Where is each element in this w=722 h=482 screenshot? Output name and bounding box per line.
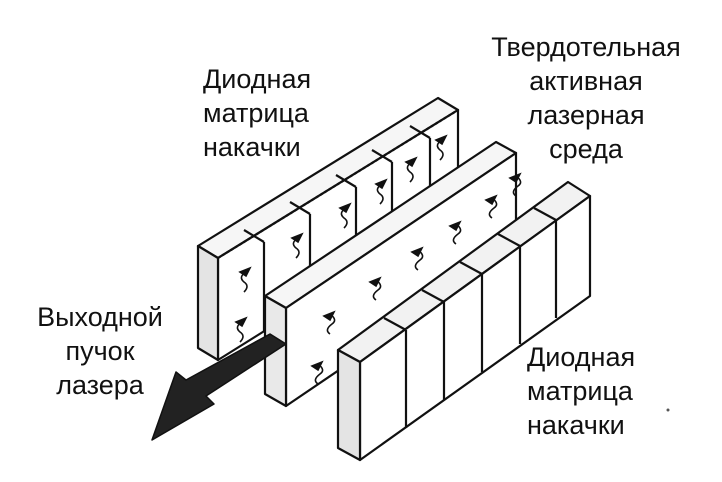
photon-arrows-front xyxy=(310,172,522,385)
label-pump-array-top: Диодная матрица накачки xyxy=(203,62,311,164)
label-line: накачки xyxy=(203,132,301,162)
photon-arrow-icon xyxy=(374,178,388,205)
label-line: матрица xyxy=(527,376,633,406)
label-line: лазерная xyxy=(527,100,645,130)
front-array-segments xyxy=(383,207,558,428)
photon-arrow-icon xyxy=(338,202,352,229)
label-line: активная xyxy=(529,66,643,96)
photon-arrow-icon xyxy=(310,360,324,385)
label-line: Диодная xyxy=(527,342,636,372)
photon-arrow-icon xyxy=(434,134,448,161)
label-line: лазера xyxy=(56,370,144,400)
label-line: матрица xyxy=(203,98,309,128)
label-line: Выходной xyxy=(37,302,163,332)
photon-arrow-icon xyxy=(508,172,522,197)
label-output-beam: Выходной пучок лазера xyxy=(30,300,170,402)
photon-arrow-icon xyxy=(448,220,462,245)
photon-arrow-icon xyxy=(238,266,252,293)
label-line: пучок xyxy=(65,336,135,366)
photon-arrow-icon xyxy=(290,232,304,259)
label-line: Твердотельная xyxy=(491,32,681,62)
label-pump-array-bottom: Диодная матрица накачки xyxy=(527,340,635,442)
photon-arrow-icon xyxy=(484,194,498,219)
photon-arrow-icon xyxy=(234,316,248,343)
photon-arrows-back xyxy=(234,134,448,343)
photon-arrow-icon xyxy=(368,276,382,301)
label-line: Диодная xyxy=(203,64,312,94)
photon-arrow-icon xyxy=(404,156,418,183)
label-active-medium: Твердотельная активная лазерная среда xyxy=(478,30,694,166)
label-line: среда xyxy=(549,134,623,164)
photon-arrow-icon xyxy=(322,310,336,335)
photon-arrow-icon xyxy=(410,246,424,271)
label-line: накачки xyxy=(527,410,625,440)
laser-beam-arrow-icon xyxy=(151,333,287,441)
front-diode-array xyxy=(336,180,592,462)
